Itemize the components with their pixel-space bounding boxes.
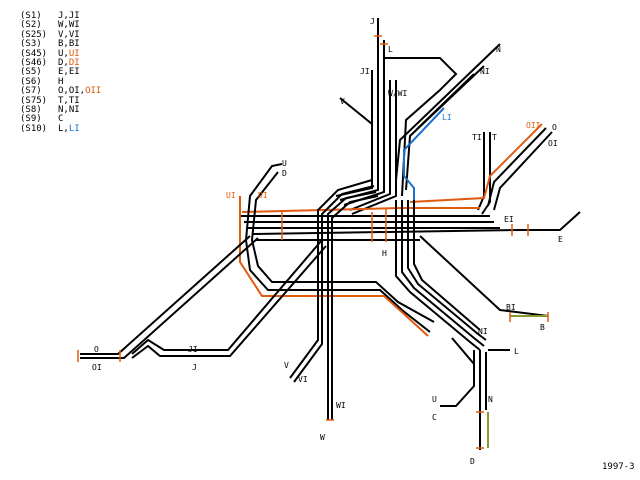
legend-code: (S45) [20, 48, 48, 59]
legend-lines: N,NI [58, 104, 80, 115]
legend-alt-line: OII [85, 86, 102, 97]
legend-row: (S46) D,DI [20, 57, 101, 68]
south-west-branch [80, 235, 327, 359]
legend-lines: O,OI, [58, 86, 86, 97]
legend-row: (S1) J,JI [20, 11, 101, 21]
legend-row: (S45) U,UI [20, 48, 101, 59]
legend-row: (S6) H [20, 76, 101, 87]
label-c: C [432, 413, 437, 422]
label-l-top: L [388, 45, 393, 54]
label-oi-right: OI [548, 139, 558, 148]
label-d-bot: D [470, 457, 475, 466]
label-o-left: O [94, 345, 99, 354]
legend-row: (S10) L,LI [20, 123, 101, 134]
legend-lines: H [58, 76, 64, 87]
label-di: DI [258, 191, 268, 200]
legend-code: (S6) [20, 76, 42, 87]
legend-row: (S3) B,BI [20, 39, 101, 50]
legend-alt-line: LI [68, 123, 80, 134]
legend-code: (S2) [20, 20, 42, 31]
legend-lines: J,JI [58, 11, 80, 21]
legend-code: (S3) [20, 39, 42, 50]
south-east-bundle [395, 200, 549, 450]
legend-code: (S7) [20, 86, 42, 97]
legend-code: (S25) [20, 29, 48, 40]
legend-row: (S8) N,NI [20, 104, 101, 115]
legend-lines: U, [58, 48, 69, 59]
legend-lines: L, [58, 123, 69, 134]
legend-row: (S25) V,VI [20, 29, 101, 40]
legend-lines: B,BI [58, 39, 80, 50]
line-oii [409, 123, 543, 203]
label-j: J [370, 17, 375, 26]
label-ji-top: JI [360, 67, 370, 76]
label-l-right: L [514, 347, 519, 356]
legend-lines: D, [58, 57, 69, 68]
label-w-wi: W/WI [388, 89, 407, 98]
legend-row: (S7) O,OI,OII [20, 86, 102, 97]
west-branch [244, 163, 435, 333]
legend-alt-line: UI [68, 48, 80, 59]
date-stamp: 1997-3 [602, 462, 635, 472]
label-u-top: U [282, 159, 287, 168]
label-n-top: N [496, 45, 501, 54]
south-branch [289, 179, 379, 420]
label-vi: VI [298, 375, 308, 384]
legend-lines: E,EI [58, 67, 80, 78]
label-ti: TI [472, 133, 482, 142]
label-ni-mid: NI [478, 327, 488, 336]
legend-row: (S75) T,TI [20, 95, 101, 106]
east-branch [477, 127, 553, 215]
legend-row: (S9) C [20, 115, 101, 124]
legend-lines: T,TI [58, 95, 80, 106]
legend-code: (S75) [20, 95, 48, 106]
label-o-right: O [552, 123, 557, 132]
legend-code: (S5) [20, 67, 42, 78]
label-w: W [320, 433, 325, 442]
label-h: H [382, 249, 387, 258]
legend-code: (S8) [20, 104, 42, 115]
north-east-branch [395, 43, 501, 191]
legend-lines: V,VI [58, 29, 80, 40]
label-oi-left: OI [92, 363, 102, 372]
legend-code: (S46) [20, 57, 48, 68]
legend-code: (S10) [20, 123, 48, 134]
legend-row: (S5) E,EI [20, 68, 101, 77]
label-wi: WI [336, 401, 346, 410]
central-trunk [240, 211, 581, 241]
legend-lines: W,WI [58, 20, 80, 31]
label-v-top: V [340, 97, 345, 106]
line-orange-central [241, 207, 480, 213]
label-ni-top: NI [480, 67, 490, 76]
terminus-ticks [77, 35, 549, 449]
label-d-top: D [282, 169, 287, 178]
legend-code: (S1) [20, 11, 42, 21]
legend-row: (S2) W,WI [20, 21, 101, 30]
label-oii: OII [526, 121, 541, 130]
label-bi: BI [506, 303, 516, 312]
label-j-bot: J [192, 363, 197, 372]
legend-code: (S9) [20, 114, 42, 125]
legend-lines: C [58, 114, 64, 125]
label-b: B [540, 323, 545, 332]
legend-alt-line: DI [68, 57, 80, 68]
label-u-bot: U [432, 395, 437, 404]
label-ji-bot: JI [188, 345, 198, 354]
label-ei: EI [504, 215, 514, 224]
line-legend: (S1) J,JI (S2) W,WI (S25) V,VI (S3) B,BI (S45) U,… [20, 11, 102, 134]
label-v-bot: V [284, 361, 289, 370]
label-t: T [492, 133, 497, 142]
label-ui: UI [226, 191, 236, 200]
label-li: LI [442, 113, 452, 122]
label-n-bot: N [488, 395, 493, 404]
label-e: E [558, 235, 563, 244]
